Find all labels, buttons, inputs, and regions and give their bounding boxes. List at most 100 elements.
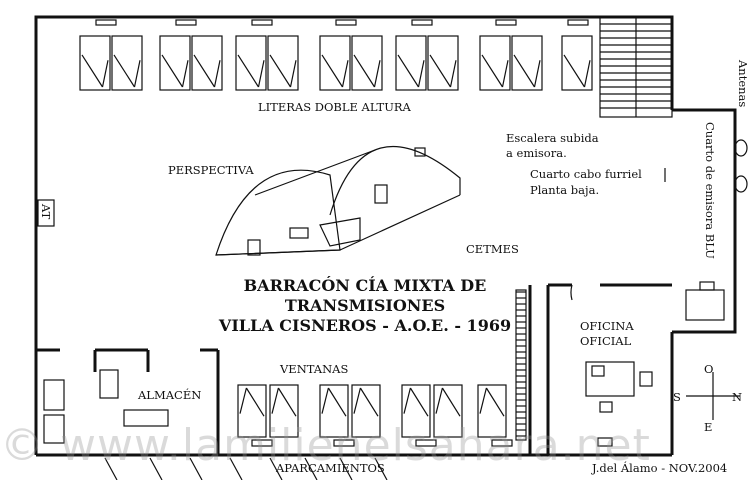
bunk-fold (133, 60, 141, 88)
bunk-fold (417, 60, 425, 88)
bunk-fold (321, 54, 344, 88)
label-ventanas: VENTANAS (280, 362, 349, 376)
desk-item (591, 365, 605, 377)
rifle-rack (515, 289, 527, 441)
bunk-fold (513, 54, 536, 88)
parking-line (339, 457, 353, 480)
label-antenas: Antenas (736, 60, 750, 108)
door-swing (570, 284, 573, 301)
bunk-bed (511, 35, 543, 91)
sign-at: AT (39, 204, 53, 220)
label-literas: LITERAS DOBLE ALTURA (258, 100, 411, 114)
perspective-door (247, 239, 261, 256)
office-chair (599, 401, 613, 413)
perspective-ridge (254, 149, 376, 196)
bunk-fold (321, 387, 329, 414)
bunk-bed (159, 35, 191, 91)
bunk-fold (449, 60, 457, 88)
label-almacen: ALMACÉN (138, 388, 202, 402)
parking-line (304, 457, 318, 480)
parking-line (229, 457, 243, 480)
perspective-floor (339, 194, 461, 251)
label-oficina-1: OFICINA (580, 319, 634, 333)
label-aparcamientos: APARCAMIENTOS (276, 461, 385, 475)
bunk-fold (501, 60, 509, 88)
bunk-fold (269, 54, 292, 88)
shelf (43, 379, 65, 411)
bunk-bed (235, 35, 267, 91)
bunk-fold (397, 54, 420, 88)
label-cetmes: CETMES (466, 242, 519, 256)
label-escalera-2: a emisora. (506, 146, 567, 160)
bunk-fold (353, 54, 376, 88)
bunk-bed (427, 35, 459, 91)
bunk-bed (79, 35, 111, 91)
watermark: © www.lamilienelsahara.net (0, 420, 651, 471)
perspective-window (414, 147, 426, 157)
compass-n: N (732, 390, 743, 404)
office-desk (585, 361, 635, 397)
window (333, 439, 355, 447)
office-window (597, 437, 613, 447)
bunk-fold (289, 60, 297, 88)
label-oficina-2: OFICIAL (580, 334, 632, 348)
bunk-bed (561, 35, 593, 91)
shelf (43, 414, 65, 444)
bunk-bed (319, 384, 349, 438)
sign-frame (37, 199, 55, 227)
bunk-fold (441, 387, 461, 417)
compass-s: S (673, 390, 681, 404)
label-perspectiva: PERSPECTIVA (168, 163, 254, 177)
bunk-bed (269, 384, 299, 438)
bunk-fold (359, 387, 379, 417)
bunk-fold (563, 54, 586, 88)
perspective-arch-back (329, 145, 461, 216)
bunk-bed (237, 384, 267, 438)
perspective-partition (319, 217, 361, 247)
bunk-fold (435, 387, 443, 414)
bunk-fold (479, 387, 487, 414)
window (495, 19, 517, 26)
office-chair (639, 371, 653, 387)
bunk-fold (237, 54, 260, 88)
bunk-fold (533, 60, 541, 88)
label-cuarto-cabo-2: Planta baja. (530, 183, 600, 197)
title-line-3: VILLA CISNEROS - A.O.E. - 1969 (218, 316, 512, 335)
compass-e: E (704, 420, 713, 434)
bunk-bed (319, 35, 351, 91)
bunk-fold (373, 60, 381, 88)
radio-panel (699, 281, 715, 291)
bunk-bed (477, 384, 507, 438)
bunk-bed (401, 384, 431, 438)
antenna-mast (734, 175, 748, 193)
bunk-bed (351, 384, 381, 438)
credit: J.del Álamo - NOV.2004 (592, 461, 728, 475)
bunk-fold (485, 387, 505, 417)
window (95, 19, 117, 26)
bunk-fold (583, 60, 591, 88)
shelf (99, 369, 119, 399)
label-cuarto-cabo-1: Cuarto cabo furriel (530, 167, 642, 181)
bunk-fold (113, 54, 136, 88)
bunk-fold (245, 387, 265, 417)
perspective-bed (289, 227, 309, 239)
window (411, 19, 433, 26)
window (491, 439, 513, 447)
parking-line (149, 457, 163, 480)
parking-line (104, 457, 118, 480)
bunk-fold (403, 387, 411, 414)
compass-o: O (704, 362, 714, 376)
window (567, 19, 589, 26)
perspective-floor (215, 249, 341, 256)
bunk-bed (267, 35, 299, 91)
bunk-fold (429, 54, 452, 88)
bunk-fold (277, 387, 297, 417)
window (415, 439, 437, 447)
bunk-bed (351, 35, 383, 91)
radio-equipment (685, 289, 725, 321)
perspective-arch-front (215, 169, 341, 256)
perspective-door (374, 184, 388, 204)
bunk-fold (193, 54, 216, 88)
label-cuarto-emisora: Cuarto de emisora BLU (703, 122, 717, 259)
